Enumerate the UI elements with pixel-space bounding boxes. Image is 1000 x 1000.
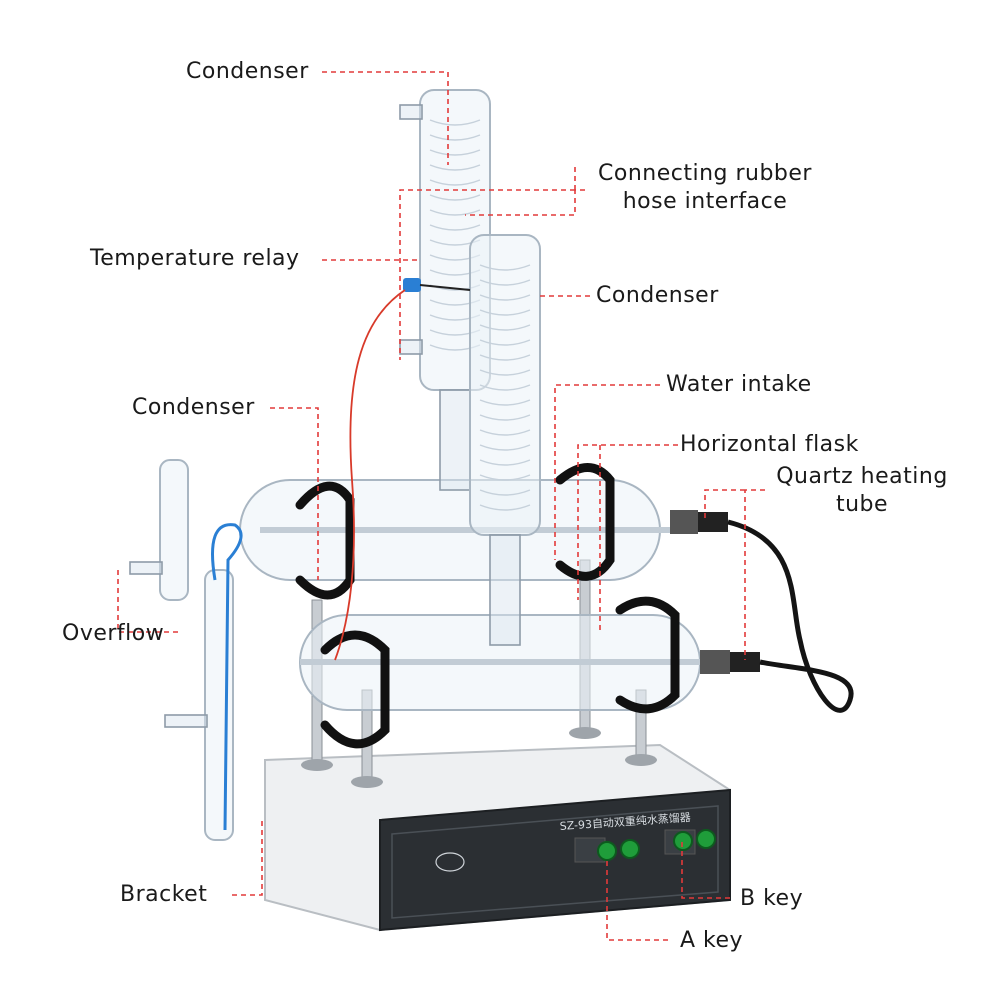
label-quartz-line2: tube <box>835 492 889 517</box>
label-temperature-relay: Temperature relay <box>90 246 300 271</box>
label-b-key: B key <box>740 886 804 911</box>
label-rubber-hose-interface: Connecting rubber hose interface <box>585 160 825 216</box>
overflow-assembly <box>129 459 243 841</box>
temperature-relay-assembly <box>334 278 471 661</box>
label-condenser-left: Condenser <box>132 395 255 420</box>
label-water-intake: Water intake <box>666 372 812 397</box>
label-quartz-heating-tube: Quartz heating tube <box>762 463 962 519</box>
b-key-button[interactable] <box>673 831 693 851</box>
label-quartz-line1: Quartz heating <box>776 464 948 489</box>
lower-horizontal-flask <box>299 614 760 711</box>
brand-emblem <box>435 852 465 872</box>
label-bracket: Bracket <box>120 882 208 907</box>
a-key-second-button[interactable] <box>620 839 640 859</box>
label-rubber-hose-line2: hose interface <box>622 189 788 214</box>
label-overflow: Overflow <box>62 621 165 646</box>
a-key-button[interactable] <box>597 841 617 861</box>
blue-sensor-wire <box>211 523 243 831</box>
label-rubber-hose-line1: Connecting rubber <box>598 161 812 186</box>
middle-condenser <box>469 234 541 646</box>
relay-wire <box>334 289 406 661</box>
label-horizontal-flask: Horizontal flask <box>680 432 859 457</box>
label-a-key: A key <box>680 928 744 953</box>
leader-lines <box>117 71 765 941</box>
label-condenser-right: Condenser <box>596 283 719 308</box>
temperature-relay <box>403 278 421 292</box>
control-panel <box>379 788 731 932</box>
b-key-second-button[interactable] <box>696 829 716 849</box>
power-cable <box>727 519 854 713</box>
label-condenser-top: Condenser <box>186 59 309 84</box>
base-unit: SZ-93自动双重纯水蒸馏器 <box>264 743 731 932</box>
